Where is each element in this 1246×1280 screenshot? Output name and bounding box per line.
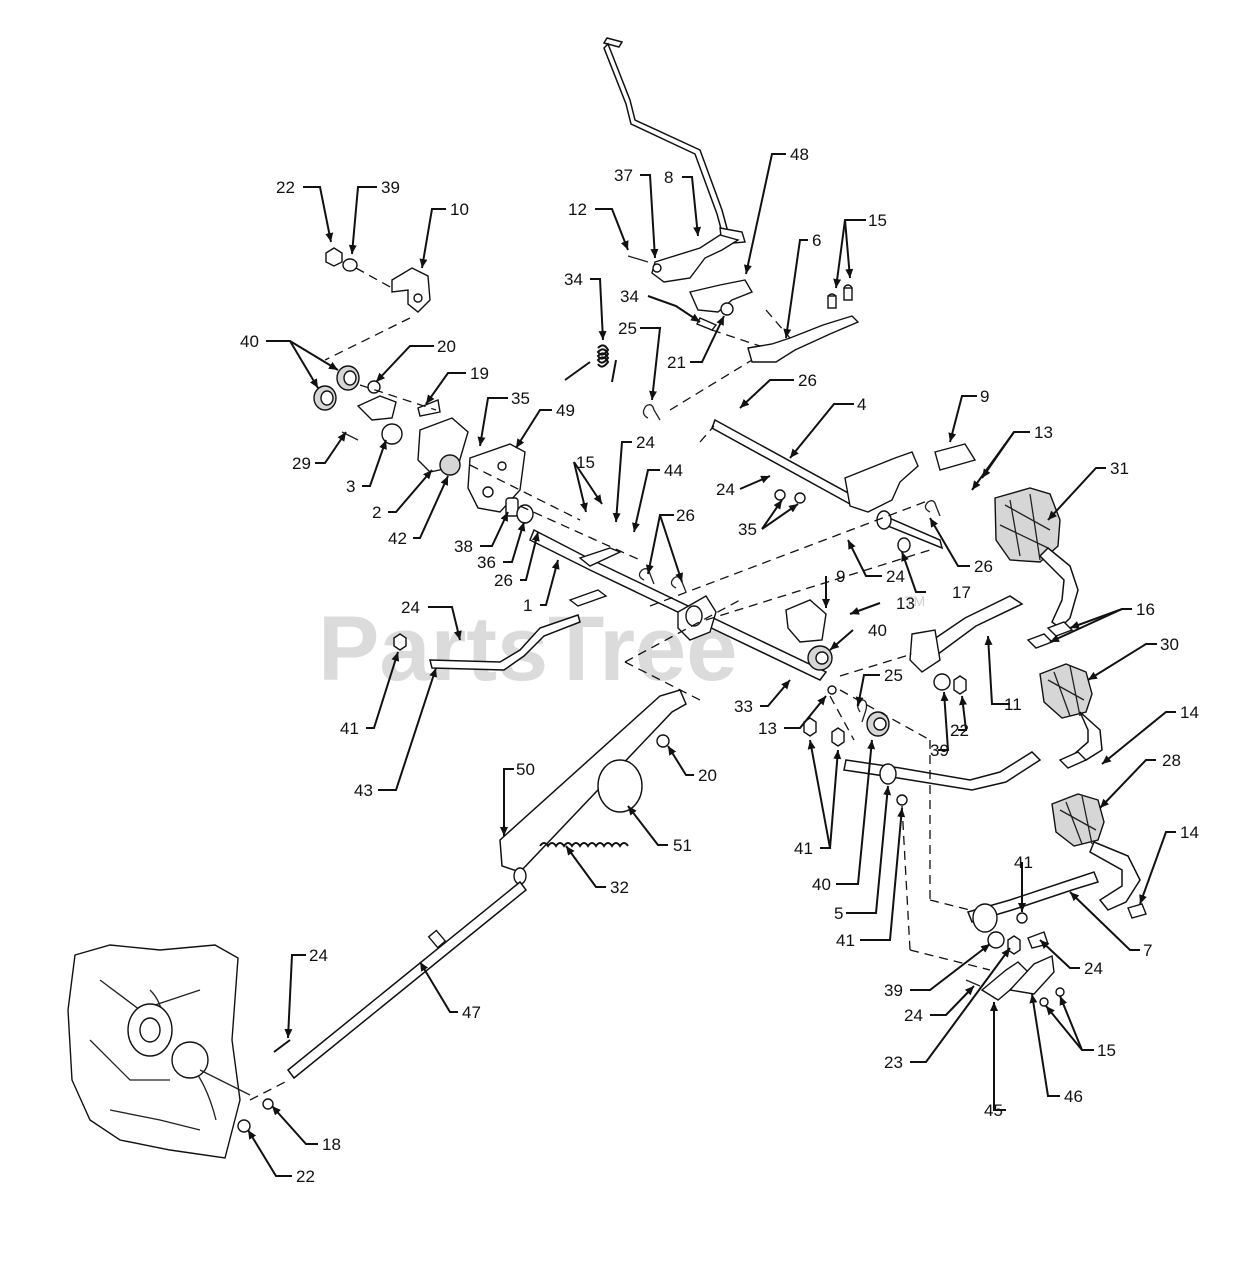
callout-9: 9	[836, 567, 845, 586]
callout-3: 3	[346, 477, 355, 496]
pedal-pad-29	[1039, 663, 1093, 719]
callout-40: 40	[240, 332, 259, 351]
alignment-lines	[249, 267, 991, 1101]
cross-shaft-1	[529, 528, 828, 681]
callout-45: 44	[664, 461, 683, 480]
callout-24: 24	[309, 946, 328, 965]
callout-26: 26	[676, 506, 695, 525]
callout-13: 13	[758, 719, 777, 738]
callout-50: 49	[556, 401, 575, 420]
callout-26: 26	[974, 557, 993, 576]
callout-15: 15	[1097, 1041, 1116, 1060]
callout-9: 9	[980, 387, 989, 406]
callout-24: 24	[904, 1006, 923, 1025]
callout-41: 41	[1014, 853, 1033, 872]
callout-22: 22	[276, 178, 295, 197]
callout-22: 23	[884, 1053, 903, 1072]
callout-34: 34	[620, 287, 639, 306]
callout-20: 20	[698, 766, 717, 785]
callout-43: 42	[388, 529, 407, 548]
callout-28: 28	[1162, 751, 1181, 770]
callout-27: 29	[292, 454, 311, 473]
bracket-49	[689, 279, 754, 313]
callout-40: 40	[812, 875, 831, 894]
callout-35: 35	[738, 520, 757, 539]
watermark-trademark: TM	[905, 593, 925, 609]
callout-36: 36	[477, 553, 496, 572]
callout-26: 26	[798, 371, 817, 390]
callout-14: 14	[1180, 703, 1199, 722]
callout-11: 11	[1004, 695, 1022, 714]
callout-15: 15	[576, 453, 595, 472]
callout-6: 6	[812, 231, 821, 250]
callout-34: 35	[511, 389, 530, 408]
callout-13: 13	[896, 594, 915, 613]
callout-24: 24	[636, 433, 655, 452]
bracket-8	[651, 234, 740, 283]
bracket-10	[391, 267, 431, 313]
callout-41: 41	[340, 719, 359, 738]
callout-25: 25	[884, 666, 903, 685]
callout-labels: 22 39 10 12 37 8 48 6 15 34 34 25 21 26 …	[240, 145, 1199, 1186]
callout-46: 45	[984, 1101, 1003, 1120]
callout-38: 38	[454, 537, 473, 556]
callout-16: 16	[1136, 600, 1155, 619]
callout-12: 12	[568, 200, 587, 219]
callout-13: 13	[1034, 423, 1053, 442]
callout-24: 24	[886, 567, 905, 586]
callout-20: 20	[437, 337, 456, 356]
callout-1: 1	[523, 596, 532, 615]
callout-10: 10	[450, 200, 469, 219]
callout-33: 34	[564, 270, 583, 289]
callout-51: 50	[516, 760, 535, 779]
callout-14: 14	[1180, 823, 1199, 842]
callout-39: 39	[884, 981, 903, 1000]
callout-21: 21	[667, 353, 686, 372]
callout-48: 47	[462, 1003, 481, 1022]
callout-7: 7	[1143, 941, 1152, 960]
callout-52: 51	[673, 836, 692, 855]
callout-23: 22	[296, 1167, 315, 1186]
callout-24: 24	[1084, 959, 1103, 978]
callout-40: 40	[868, 621, 887, 640]
callout-32: 33	[734, 697, 753, 716]
bracket-47	[1008, 954, 1055, 995]
spring-31	[539, 842, 629, 848]
callout-22: 22	[950, 721, 969, 740]
callout-49: 48	[790, 145, 809, 164]
callout-2: 2	[372, 503, 381, 522]
callout-41: 41	[836, 931, 855, 950]
callout-17: 17	[952, 583, 971, 602]
parts-artwork	[67, 37, 1147, 1159]
callout-24: 24	[401, 598, 420, 617]
lift-arm-51	[499, 689, 687, 873]
leader-lines	[247, 153, 1176, 1177]
callout-26: 26	[494, 571, 513, 590]
callout-4: 4	[857, 395, 866, 414]
callout-47: 46	[1064, 1087, 1083, 1106]
torsion-spring-33	[564, 344, 617, 383]
callout-8: 8	[664, 168, 673, 187]
link-6	[747, 315, 860, 363]
lift-rod-upper	[602, 37, 746, 245]
callout-24: 24	[716, 480, 735, 499]
callout-18: 18	[322, 1135, 341, 1154]
callout-37: 37	[614, 166, 633, 185]
callout-25: 25	[618, 319, 637, 338]
callout-39: 39	[930, 741, 949, 760]
rod-44	[429, 614, 581, 671]
callout-44: 43	[354, 781, 373, 800]
callout-5: 5	[834, 904, 843, 923]
callout-39: 39	[381, 178, 400, 197]
callout-30: 31	[1110, 459, 1129, 478]
rod-48	[286, 880, 528, 1080]
callout-15: 15	[868, 211, 887, 230]
callout-31: 32	[610, 878, 629, 897]
callout-29: 30	[1160, 635, 1179, 654]
callout-19: 19	[470, 364, 489, 383]
callout-42: 41	[794, 839, 813, 858]
